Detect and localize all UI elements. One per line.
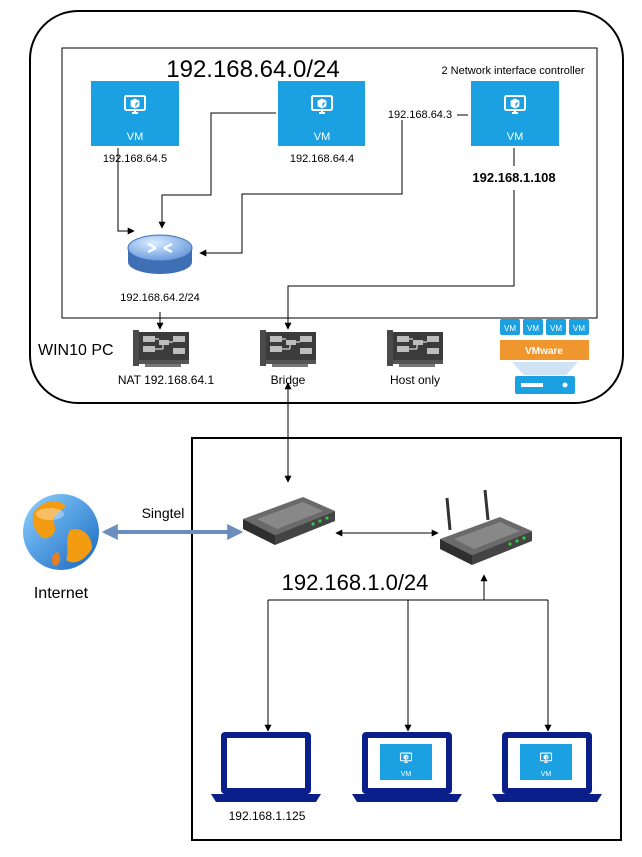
svg-text:VM: VM	[541, 771, 552, 778]
vm-network-box	[61, 47, 598, 319]
laptop-icon[interactable]	[211, 732, 321, 802]
vm-3-ip-bridged: 192.168.1.108	[472, 170, 555, 185]
nic-note: 2 Network interface controller	[441, 65, 584, 77]
laptop-2[interactable]: VM	[352, 732, 462, 802]
isp-label: Singtel	[142, 505, 185, 521]
laptop-1-ip: 192.168.1.125	[229, 809, 306, 823]
laptop-3[interactable]: VM	[492, 732, 602, 802]
vmware-server-icon: VM VM VM VM VMware	[500, 319, 589, 394]
vm-node-1[interactable]: VM	[91, 81, 179, 146]
subnet-title: 192.168.64.0/24	[166, 56, 340, 83]
internet-label: Internet	[34, 585, 89, 602]
host-outer-frame	[29, 10, 624, 404]
adapter-nat-label: NAT 192.168.64.1	[118, 373, 215, 387]
virtual-router[interactable]	[127, 234, 193, 274]
wireless-router-icon[interactable]	[440, 489, 532, 565]
svg-text:VM: VM	[504, 324, 516, 333]
lan-subnet: 192.168.1.0/24	[282, 570, 429, 595]
lan-frame	[191, 437, 622, 841]
svg-text:VM: VM	[507, 131, 524, 143]
vm-2-ip: 192.168.64.4	[290, 153, 354, 165]
adapter-bridge-label: Bridge	[271, 373, 306, 387]
network-card-icon	[386, 329, 444, 368]
link-vm2-router	[158, 112, 276, 229]
router-ip: 192.168.64.2/24	[120, 292, 200, 304]
globe-icon	[23, 494, 99, 570]
vm-1-ip: 192.168.64.5	[103, 153, 167, 165]
svg-text:VM: VM	[127, 131, 144, 143]
host-label: WIN10 PC	[38, 342, 114, 359]
svg-text:VM: VM	[573, 324, 585, 333]
modem-router-icon[interactable]	[243, 497, 335, 545]
svg-text:VM: VM	[550, 324, 562, 333]
svg-text:VM: VM	[401, 771, 412, 778]
vm-node-2[interactable]: VM	[278, 81, 365, 146]
vm-node-3[interactable]: VM	[471, 81, 559, 146]
link-vm3-bridge	[284, 190, 515, 330]
network-card-icon	[132, 329, 190, 368]
adapter-hostonly-label: Host only	[390, 373, 440, 387]
link-vm1-router	[117, 148, 135, 235]
svg-text:VM: VM	[527, 324, 539, 333]
vm-3-ip-host-only: 192.168.64.3	[388, 109, 452, 121]
link-vm3-router	[200, 114, 468, 253]
svg-text:VMware: VMware	[525, 346, 563, 357]
network-card-icon	[259, 329, 317, 368]
svg-text:VM: VM	[314, 131, 331, 143]
